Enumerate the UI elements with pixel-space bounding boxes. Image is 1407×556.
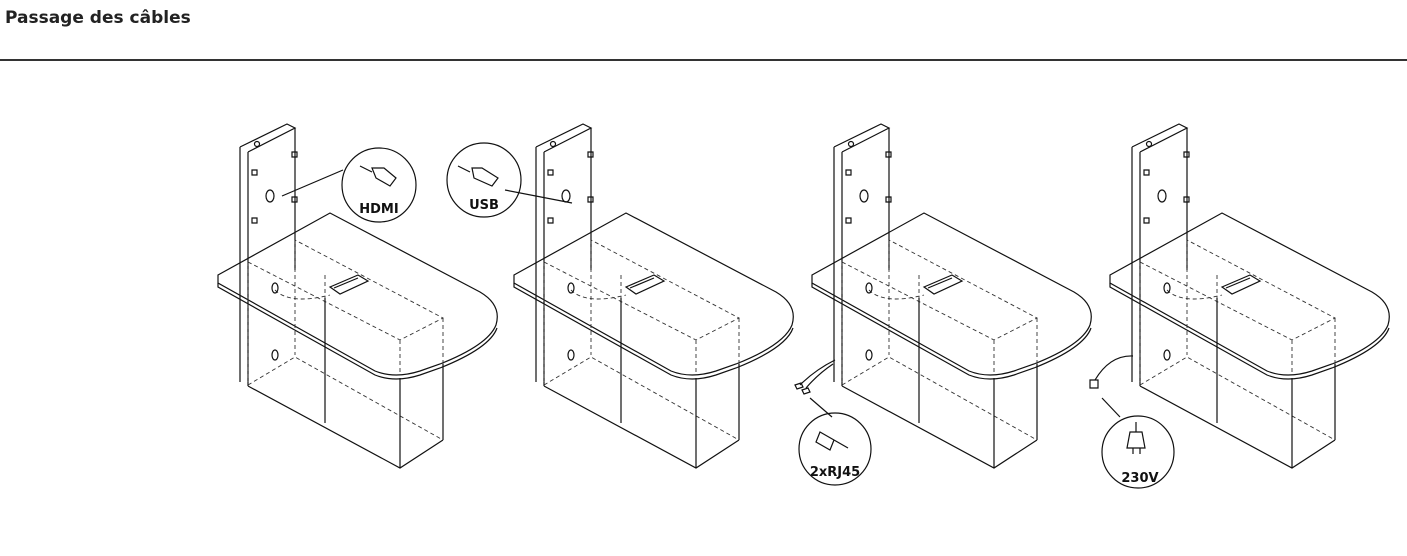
usb-callout: USB	[446, 142, 573, 218]
power-callout: 230V	[1089, 355, 1175, 489]
rj45-label: 2xRJ45	[810, 465, 860, 480]
hdmi-label: HDMI	[359, 202, 398, 217]
desk-usb	[513, 123, 794, 469]
desk-rj45	[811, 123, 1092, 469]
rj45-plug-icon	[815, 431, 849, 451]
title-divider	[0, 59, 1407, 61]
page-title: Passage des câbles	[5, 8, 191, 28]
desk-230v	[1109, 123, 1390, 469]
hdmi-callout: HDMI	[281, 147, 417, 223]
usb-plug-icon	[457, 165, 499, 187]
desk-hdmi	[217, 123, 498, 469]
power-plug-icon	[1126, 422, 1146, 454]
hdmi-plug-icon	[359, 165, 397, 187]
rj45-callout: 2xRJ45	[794, 359, 872, 486]
power-label: 230V	[1121, 471, 1158, 486]
usb-label: USB	[469, 198, 499, 213]
